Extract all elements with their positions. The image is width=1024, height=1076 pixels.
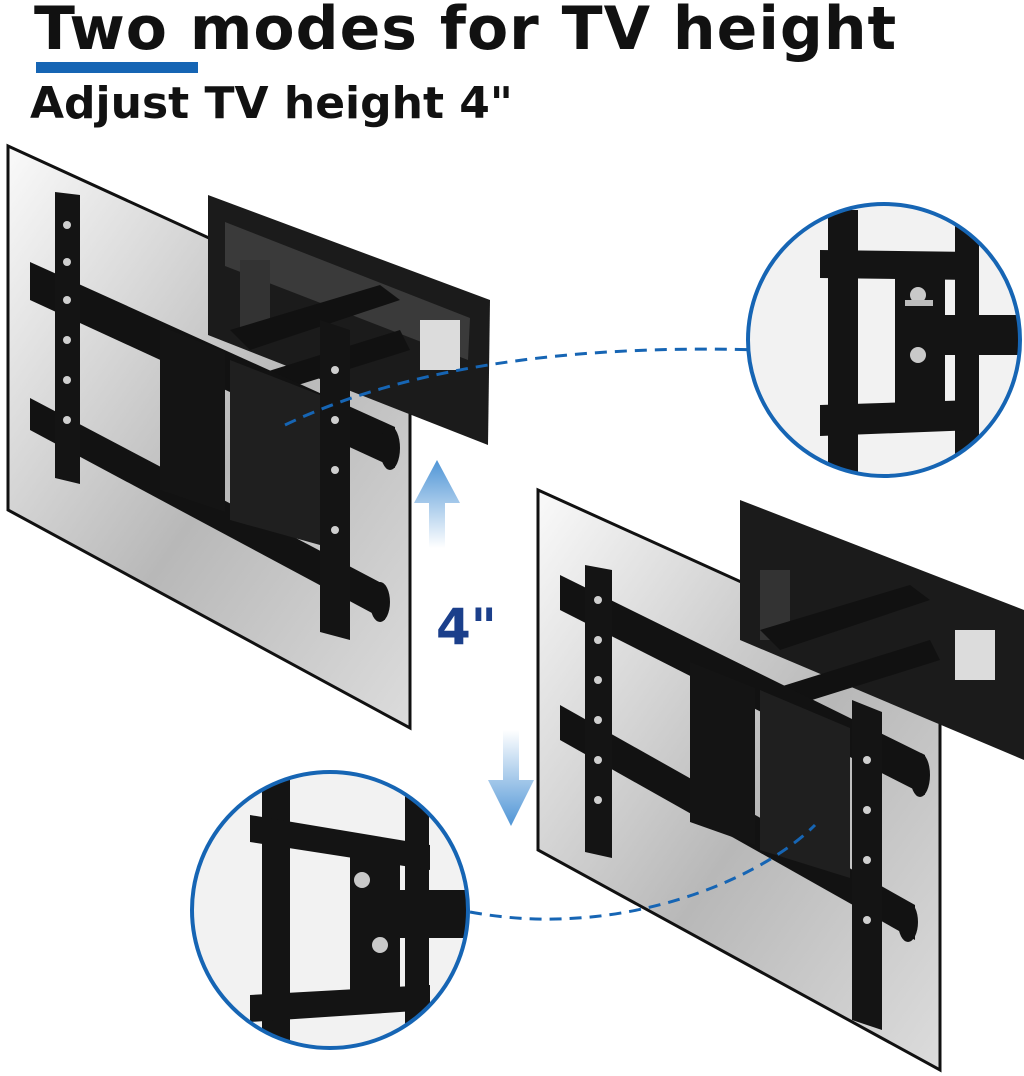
title-underline (36, 62, 198, 73)
arrow-up-icon (414, 460, 460, 548)
vertical-brackets-top (55, 192, 350, 640)
height-distance-label: 4" (436, 598, 497, 656)
bracket-holes-top (63, 221, 339, 534)
page-title: Two modes for TV height (34, 0, 898, 64)
detail-zoom-top (746, 202, 1022, 478)
arrow-down-icon (488, 730, 534, 826)
vertical-brackets-bottom (585, 565, 882, 1030)
bracket-holes-bottom (594, 596, 871, 924)
wall-plate-top (208, 195, 490, 445)
callout-line-top (284, 347, 761, 427)
articulating-arm-bottom (760, 585, 940, 710)
page-subtitle: Adjust TV height 4" (30, 78, 513, 129)
wall-plate-bottom (740, 500, 1024, 760)
detail-zoom-bottom (190, 770, 470, 1050)
callout-line-bottom (469, 823, 817, 921)
